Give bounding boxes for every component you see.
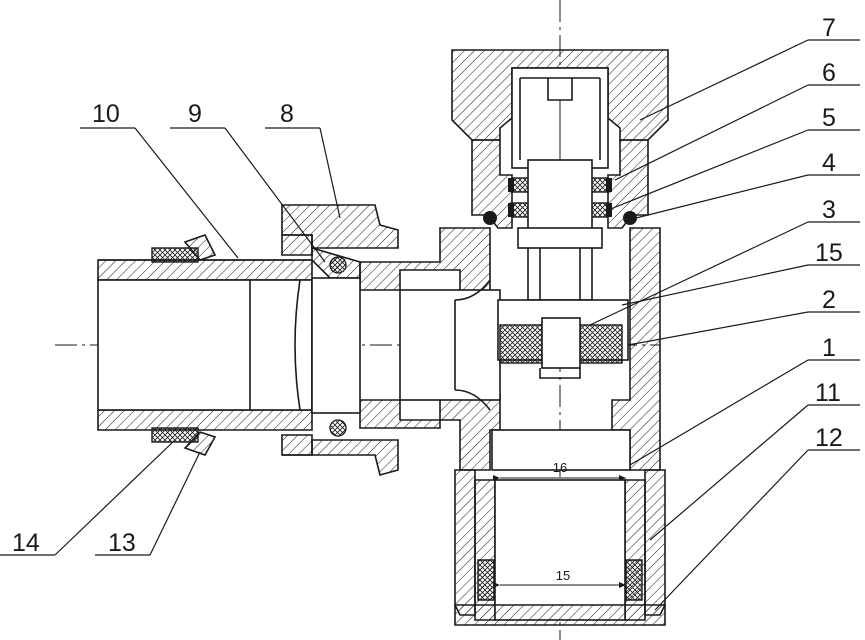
valve-disc-part-2 [497, 299, 629, 379]
label-8: 8 [280, 100, 294, 128]
label-2: 2 [822, 286, 836, 314]
lower-tail-part-11 [454, 429, 666, 621]
label-11: 11 [815, 379, 841, 407]
clip-part-13 [183, 234, 217, 456]
label-6: 6 [822, 59, 836, 87]
o-ring-part-4 [483, 211, 637, 225]
union-nut-part-8 [281, 204, 399, 476]
leader-lines [0, 39, 860, 611]
body-part-1 [359, 227, 661, 471]
label-1: 1 [822, 334, 836, 362]
stem-part-3 [517, 159, 603, 301]
dimension-lower-text: 15 [556, 568, 570, 583]
label-15: 15 [815, 239, 843, 267]
dimension-upper: 16 [493, 460, 626, 481]
label-10: 10 [92, 100, 120, 128]
dimension-upper-text: 16 [553, 460, 567, 475]
tailpiece-part-10 [97, 246, 361, 431]
label-12: 12 [815, 424, 843, 452]
dimension-lower: 15 [493, 568, 626, 588]
label-9: 9 [188, 100, 202, 128]
label-13: 13 [108, 529, 136, 557]
label-5: 5 [822, 104, 836, 132]
part-labels: 7 6 5 4 3 15 2 1 11 12 10 9 8 14 13 [12, 14, 843, 557]
lower-nut-part-12 [454, 604, 666, 626]
cap-part-7 [451, 49, 669, 169]
o-ring-part-9 [329, 256, 347, 437]
label-14: 14 [12, 529, 40, 557]
label-7: 7 [822, 14, 836, 42]
label-4: 4 [822, 149, 836, 177]
label-3: 3 [822, 196, 836, 224]
